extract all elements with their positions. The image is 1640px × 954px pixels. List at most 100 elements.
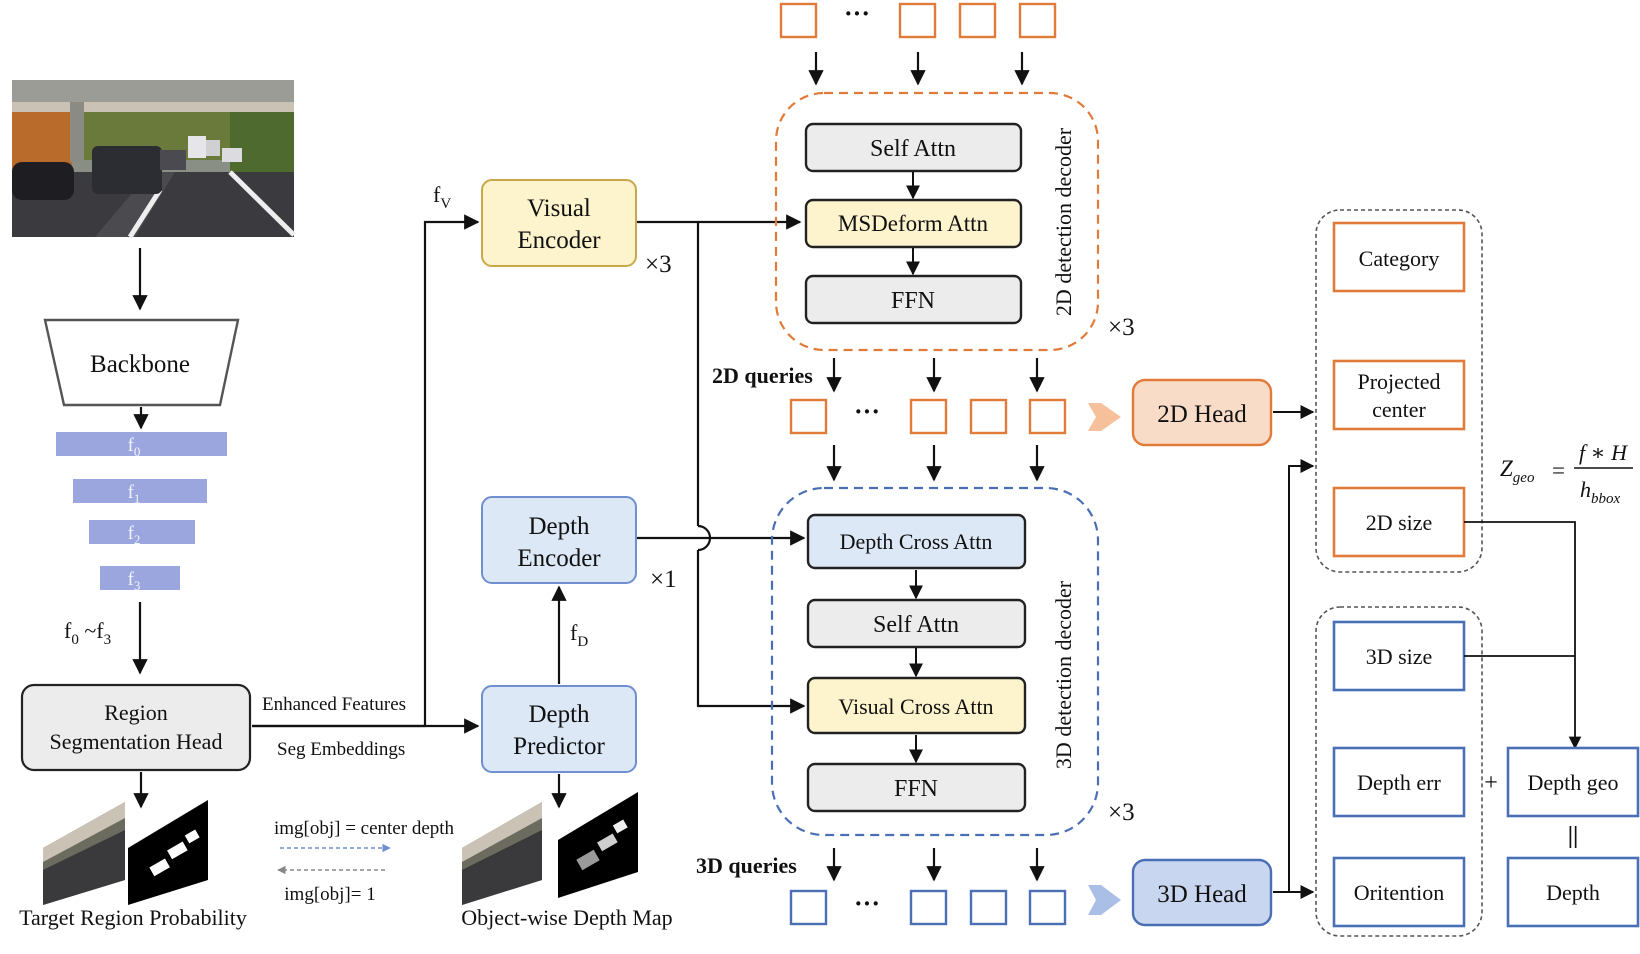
decoder-3d-self-attn xyxy=(806,598,1027,649)
seg-embeddings-label: Seg Embeddings xyxy=(277,739,405,760)
region-head-line1: Region xyxy=(104,700,168,725)
decoder-3d-title: 3D detection decoder xyxy=(1051,580,1076,769)
svg-text:=: = xyxy=(1552,458,1565,483)
decoder-3d-depth-cross-label: Depth Cross Attn xyxy=(840,529,993,554)
decoder-3d-self-attn-label: Self Attn xyxy=(873,612,959,638)
feature-label-2: f xyxy=(128,523,135,544)
depth-encoder-line1: Depth xyxy=(528,513,590,540)
output-category-label: Category xyxy=(1359,246,1440,271)
depth-geo-box xyxy=(1506,746,1640,818)
arrow-to-2d-head xyxy=(1088,403,1121,431)
depth-predictor-line2: Predictor xyxy=(513,733,605,760)
backbone-label: Backbone xyxy=(90,351,190,378)
mid-2d-query-boxes xyxy=(789,398,1067,435)
input-image xyxy=(12,80,296,239)
visual-encoder-line1: Visual xyxy=(527,195,591,222)
depth-label: Depth xyxy=(1546,880,1600,905)
depth-encoder-line2: Encoder xyxy=(517,545,601,572)
decoder-2d-ffn xyxy=(804,274,1023,325)
decoder-3d-ffn xyxy=(806,762,1027,813)
feature-bar-0 xyxy=(56,432,227,456)
depth-predictor-line1: Depth xyxy=(528,701,590,728)
decoder-3d-visual-cross-attn xyxy=(806,676,1027,735)
feature-bar-2 xyxy=(89,520,195,544)
depth-box xyxy=(1506,856,1640,928)
object-depth-images xyxy=(462,792,638,905)
feature-label-3: f xyxy=(128,569,135,590)
decoder-3d-ffn-label: FFN xyxy=(894,776,938,802)
decoder-2d-msdeform-attn xyxy=(804,198,1023,249)
output-3d-size xyxy=(1332,620,1466,692)
head-2d xyxy=(1131,378,1273,447)
img-center-depth-label: img[obj] = center depth xyxy=(274,818,455,839)
queries-2d-label: 2D queries xyxy=(712,363,813,388)
outputs-3d-group xyxy=(1315,606,1483,937)
decoder-3d-repeat: ×3 xyxy=(1108,799,1135,826)
outputs-2d-group xyxy=(1315,209,1483,573)
fv-label: fV xyxy=(433,182,451,212)
decoder-3d-visual-cross-label: Visual Cross Attn xyxy=(838,694,993,719)
region-segmentation-head xyxy=(20,683,252,772)
output-category xyxy=(1332,221,1466,293)
enhanced-features-label: Enhanced Features xyxy=(262,694,406,715)
feature-bar-1 xyxy=(73,479,207,503)
decoder-2d-repeat: ×3 xyxy=(1108,314,1135,341)
depth-geo-formula: Zgeo = f ∗ H hbbox xyxy=(1500,440,1633,507)
decoder-2d-self-attn xyxy=(804,122,1023,173)
feature-bar-3 xyxy=(100,566,180,590)
fd-label: fD xyxy=(570,620,588,650)
decoder-3d-frame xyxy=(770,486,1100,837)
bottom-3d-ellipsis: ··· xyxy=(854,889,880,918)
bottom-3d-query-boxes xyxy=(789,889,1067,926)
visual-encoder-repeat: ×3 xyxy=(645,251,672,278)
decoder-2d-ffn-label: FFN xyxy=(891,288,935,314)
svg-text:f0: f0 xyxy=(128,435,141,459)
svg-text:f2: f2 xyxy=(128,523,141,547)
output-2d-size-label: 2D size xyxy=(1366,510,1433,535)
decoder-2d-msdeform-label: MSDeform Attn xyxy=(838,211,989,236)
head-3d xyxy=(1131,858,1273,927)
depth-geo-label: Depth geo xyxy=(1527,770,1618,795)
feature-label-1: f xyxy=(128,482,135,503)
output-depth-err-label: Depth err xyxy=(1357,770,1441,795)
output-orientation xyxy=(1332,856,1466,928)
mid-2d-ellipsis: ··· xyxy=(854,397,880,426)
equals-sign: || xyxy=(1568,823,1579,849)
head-2d-label: 2D Head xyxy=(1157,401,1247,428)
output-orientation-label: Oritention xyxy=(1354,880,1444,905)
output-3d-size-label: 3D size xyxy=(1366,644,1433,669)
output-projected-center xyxy=(1332,359,1466,431)
svg-text:Zgeo: Zgeo xyxy=(1500,456,1535,486)
arrow-to-3d-head xyxy=(1088,885,1121,915)
visual-encoder-line2: Encoder xyxy=(517,227,601,254)
output-depth-err xyxy=(1332,746,1466,818)
svg-text:f1: f1 xyxy=(128,482,141,506)
depth-encoder xyxy=(481,496,637,584)
feature-pyramid: f0 f1 f2 f3 xyxy=(56,432,227,593)
plus-sign: + xyxy=(1484,770,1498,796)
img-one-label: img[obj]= 1 xyxy=(284,884,375,905)
svg-text:f ∗ H: f ∗ H xyxy=(1579,440,1628,465)
object-depth-label: Object-wise Depth Map xyxy=(461,905,672,930)
depth-encoder-repeat: ×1 xyxy=(650,566,677,593)
feature-range-label: f0 ~f3 xyxy=(64,618,111,648)
target-region-label: Target Region Probability xyxy=(19,905,247,930)
top-query-ellipsis: ··· xyxy=(844,0,870,28)
region-head-line2: Segmentation Head xyxy=(50,729,223,754)
queries-3d-label: 3D queries xyxy=(696,853,797,878)
svg-text:f3: f3 xyxy=(128,569,141,593)
decoder-3d-depth-cross-attn xyxy=(806,513,1027,570)
output-2d-size xyxy=(1332,486,1466,558)
decoder-2d-frame xyxy=(774,91,1100,352)
head-3d-label: 3D Head xyxy=(1157,881,1247,908)
depth-predictor xyxy=(481,685,637,773)
svg-text:hbbox: hbbox xyxy=(1580,477,1621,507)
feature-label-0: f xyxy=(128,435,135,456)
target-region-images xyxy=(43,800,208,905)
backbone-trapezoid xyxy=(43,318,240,407)
decoder-2d-title: 2D detection decoder xyxy=(1051,127,1076,316)
visual-encoder xyxy=(481,179,637,267)
top-query-boxes xyxy=(779,2,1057,39)
